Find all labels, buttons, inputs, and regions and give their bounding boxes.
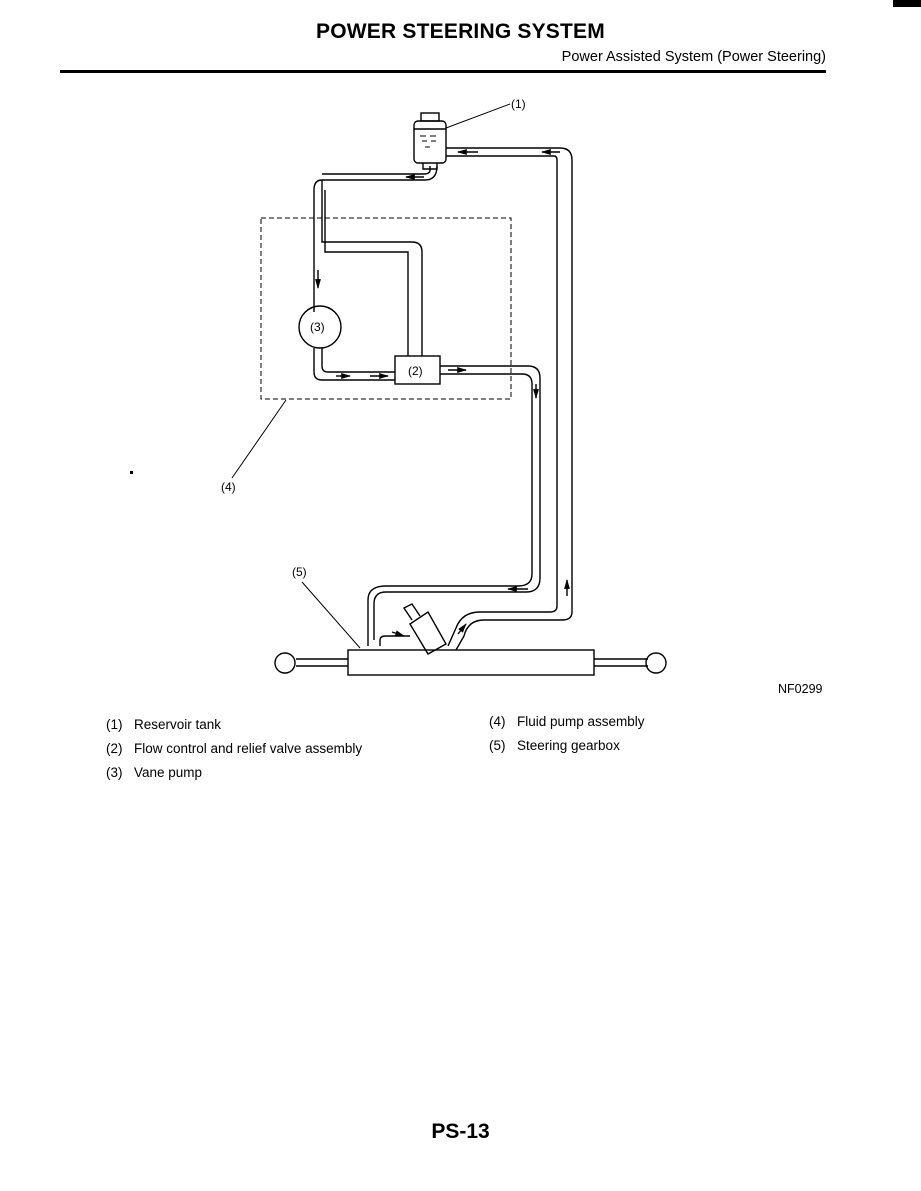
callout-label-4: (4) [221,480,236,494]
callout-label-5: (5) [292,565,307,579]
page-number: PS-13 [431,1120,490,1143]
legend-item: (1)Reservoir tank [106,716,222,732]
steering-gearbox [274,603,667,676]
header-rule [60,70,826,73]
callout-line-5 [301,581,361,649]
vane-pump [298,305,342,349]
page-corner-mark [893,0,921,7]
legend-item: (4)Fluid pump assembly [489,713,645,729]
legend-item: (3)Vane pump [106,764,203,780]
return-line-inner [446,155,558,606]
page-subtitle: Power Assisted System (Power Steering) [561,49,826,65]
callout-line-1 [445,103,511,129]
figure-code: NF0299 [778,682,823,696]
suction-line-inner [322,166,431,175]
page-title: POWER STEERING SYSTEM [316,20,605,43]
return-line-outer [446,147,573,612]
reservoir-tank [413,112,447,170]
legend-item: (5)Steering gearbox [489,737,620,753]
power-steering-diagram: (1) (3) (2) (4) (5) [221,97,667,676]
fluid-pump-assembly-box [260,217,512,400]
scan-speck [130,471,133,474]
legend-right-column: (4)Fluid pump assembly (5)Steering gearb… [489,709,645,757]
callout-line-4 [231,399,287,479]
legend-left-column: (1)Reservoir tank (2)Flow control and re… [106,712,362,784]
callout-label-1: (1) [511,97,526,111]
legend-item: (2)Flow control and relief valve assembl… [106,740,363,756]
callout-label-2: (2) [408,364,423,378]
callout-label-3: (3) [310,320,325,334]
suction-line-outer [313,165,438,312]
flow-control-valve [394,355,441,385]
